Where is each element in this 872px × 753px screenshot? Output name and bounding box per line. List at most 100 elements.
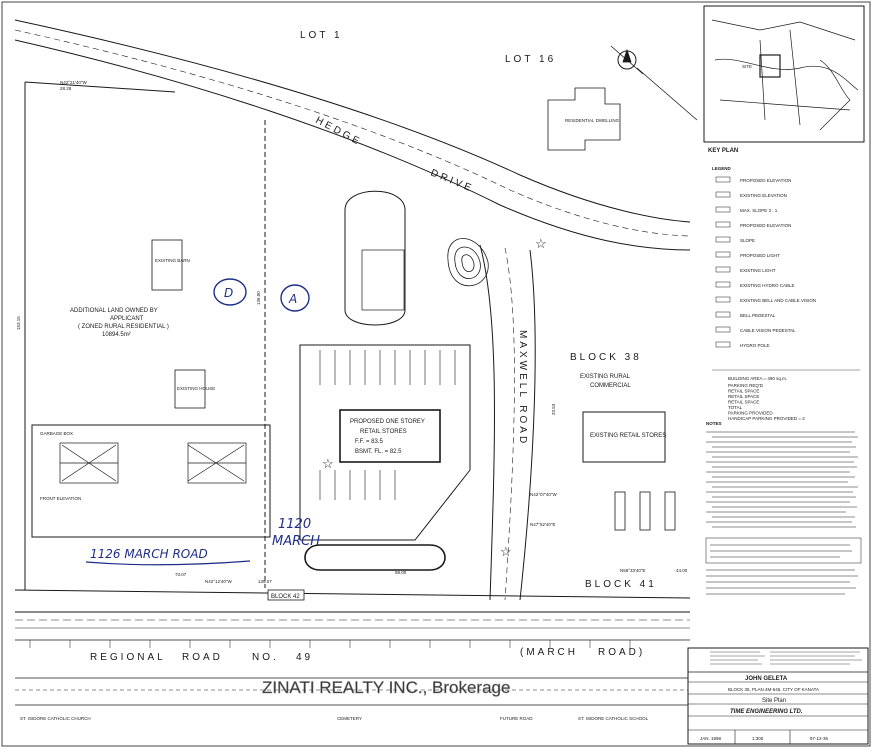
- left-parcel: [14, 81, 691, 599]
- key-plan-site-label: SITE: [742, 64, 752, 69]
- road-word-regional: REGIONAL: [90, 652, 166, 663]
- block-41-label: BLOCK 41: [585, 579, 657, 590]
- legend-symbol: [715, 191, 731, 198]
- parcel-line-4: 10894.5m²: [102, 332, 131, 338]
- garbage-box-caption: FRONT ELEVATION: [40, 496, 81, 501]
- detail-box: [705, 537, 862, 564]
- maxwell-road-label: MAXWELL ROAD: [517, 330, 528, 446]
- maxwell-road: [479, 244, 536, 601]
- distance-side-mid: 136.00: [256, 291, 261, 305]
- svg-text:A: A: [288, 292, 297, 306]
- legend-title: LEGEND: [712, 166, 732, 171]
- svg-text:D: D: [224, 286, 233, 300]
- lot-16-label: LOT 16: [505, 54, 556, 65]
- legend-item-label: HYDRO POLE: [740, 343, 770, 348]
- light-star-icon: ☆: [500, 544, 512, 559]
- parcel-line-1: ADDITIONAL LAND OWNED BY: [70, 308, 158, 314]
- light-symbols: ☆ ☆ ☆: [322, 236, 547, 559]
- legend-symbol: [715, 311, 731, 318]
- cemetery-label: CEMETERY: [337, 716, 362, 721]
- notes-title: NOTES: [706, 421, 722, 426]
- title-firm: TIME ENGINEERING LTD.: [730, 709, 803, 715]
- title-owner: JOHN GELETA: [745, 676, 788, 682]
- handwritten-circle-a: A: [280, 284, 310, 312]
- legend-item-label: EXISTING LIGHT: [740, 268, 776, 273]
- notes-text-lines: [706, 431, 858, 528]
- detail-stalls: [614, 491, 676, 531]
- building-line-2: RETAIL STORES: [360, 429, 407, 435]
- legend-symbol: [715, 296, 731, 303]
- distance-left-side: 153.15: [16, 316, 21, 330]
- parcel-line-3: ( ZONED RURAL RESIDENTIAL ): [78, 324, 169, 330]
- building-line-4: BSMT. FL. = 82.5: [355, 449, 402, 455]
- legend-symbol: [715, 251, 731, 258]
- existing-barn: [151, 239, 183, 291]
- legend-item-label: PROPOSED ELEVATION: [740, 223, 791, 228]
- driveway-loop: [304, 544, 446, 571]
- existing-commercial-2: COMMERCIAL: [590, 383, 631, 389]
- legend-stat-line: RETAIL SPACE: [728, 394, 759, 399]
- title-location: BLOCK 35, PLAN 4M-646, CITY OF KANATA: [728, 687, 819, 692]
- church-label: ST. ISIDORE CATHOLIC CHURCH: [20, 716, 91, 721]
- legend-item-label: SLOPE: [740, 238, 755, 243]
- bearing-bottom: N42°12'40"W: [205, 579, 233, 584]
- handwritten-march: MARCH: [272, 534, 320, 549]
- north-arrow-icon: [610, 45, 698, 121]
- existing-retail-label: EXISTING RETAIL STORES: [590, 433, 666, 439]
- block-42-label: BLOCK 42: [271, 594, 300, 600]
- legend-item-label: EXISTING ELEVATION: [740, 193, 787, 198]
- road-word-march: (MARCH: [520, 647, 578, 658]
- garbage-box-detail: GARBAGE BOX FRONT ELEVATION: [31, 424, 271, 538]
- handwritten-1120: 1120: [278, 517, 311, 532]
- legend-item-label: EXISTING HYDRO CABLE: [740, 283, 795, 288]
- legend-stats-header: BUILDING AREA = 490 sq.m.: [728, 376, 787, 381]
- pond-contours: [447, 238, 489, 287]
- legend-symbol: [715, 266, 731, 273]
- road-hatching: [29, 640, 631, 648]
- regional-road: [15, 611, 690, 706]
- legend-symbol: [715, 206, 731, 213]
- legend-stat-line: RETAIL SPACE: [728, 400, 759, 405]
- building-line-1: PROPOSED ONE STOREY: [350, 419, 425, 425]
- future-road-label: FUTURE ROAD: [500, 716, 533, 721]
- handwritten-circle-d: D: [213, 278, 247, 306]
- legend-item-label: PROPOSED ELEVATION: [740, 178, 791, 183]
- legend-symbol: [715, 221, 731, 228]
- legend-item-label: CABLE VISION PEDESTAL: [740, 328, 796, 333]
- existing-retail-stores: [582, 411, 666, 463]
- handwritten-underline: [85, 560, 251, 566]
- residential-label: RESIDENTIAL DWELLING: [565, 118, 620, 123]
- septic-bed: [344, 190, 406, 326]
- legend-stat-line: TOTAL: [728, 405, 743, 410]
- existing-house: [174, 369, 206, 409]
- title-drawing: Site Plan: [762, 698, 786, 704]
- road-word-road-close: ROAD): [598, 647, 645, 658]
- road-word-road: ROAD: [182, 652, 223, 663]
- key-plan: SITE: [703, 5, 865, 143]
- light-star-icon: ☆: [535, 236, 547, 251]
- legend-symbol: [715, 236, 731, 243]
- existing-commercial-1: EXISTING RURAL: [580, 374, 631, 380]
- title-date: JAN. 1998: [700, 736, 722, 741]
- legend-symbol: [715, 326, 731, 333]
- bearing-right: N58°33'40"E: [620, 568, 646, 573]
- existing-house-label: EXISTING HOUSE: [177, 386, 215, 391]
- title-job: 97-12-36: [810, 736, 829, 741]
- lot-1-label: LOT 1: [300, 30, 343, 41]
- distance-bottom-left: 73.07: [175, 572, 187, 577]
- residential-dwelling: RESIDENTIAL DWELLING: [547, 87, 621, 151]
- legend: LEGEND PROPOSED ELEVATION EXISTING ELEVAT…: [614, 166, 862, 595]
- title-block: JOHN GELETA BLOCK 35, PLAN 4M-646, CITY …: [687, 647, 869, 745]
- proposed-building: [339, 409, 441, 463]
- bearing-top: N42°21'40"W: [60, 80, 88, 85]
- distance-maxwell: 33.53: [551, 403, 556, 415]
- distance-bottom-right: 58.00: [395, 570, 407, 575]
- handwritten-1126: 1126 MARCH ROAD: [90, 547, 208, 561]
- septic-tank: [361, 249, 405, 311]
- key-plan-title: KEY PLAN: [708, 148, 738, 154]
- legend-symbol: [715, 281, 731, 288]
- hedge-drive: [14, 19, 691, 251]
- distance-far-right: 44.00: [676, 568, 688, 573]
- block-38-label: BLOCK 38: [570, 352, 642, 363]
